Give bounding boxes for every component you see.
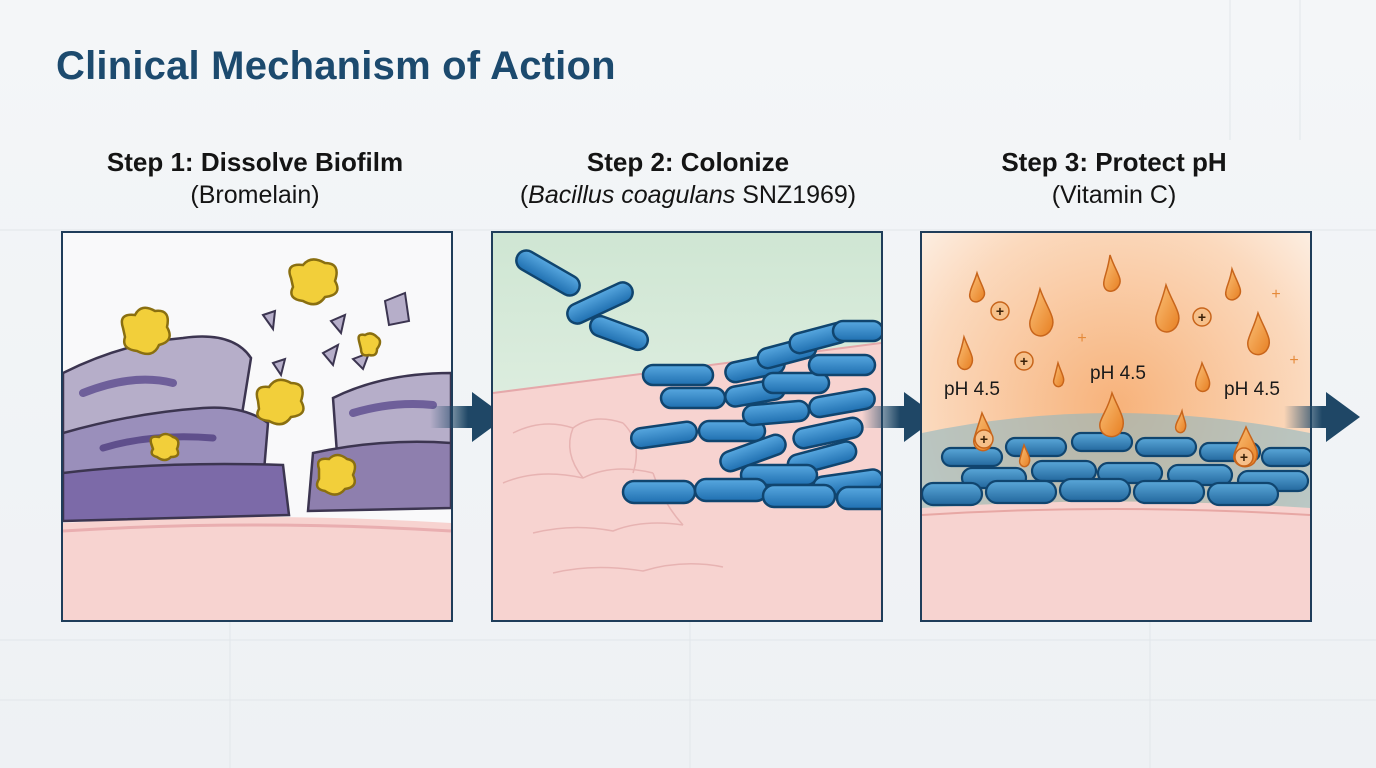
- flow-arrow-icon: [1284, 390, 1364, 444]
- panel-protect-ph: + + + + + + + + pH 4.5 pH 4.5 pH 4.5: [920, 231, 1312, 622]
- species-name: Bacillus coagulans: [528, 181, 735, 209]
- svg-text:+: +: [1020, 353, 1028, 369]
- svg-text:+: +: [980, 431, 988, 447]
- step-1-heading: Step 1: Dissolve Biofilm: [25, 146, 485, 178]
- step-1-heading-block: Step 1: Dissolve Biofilm (Bromelain): [25, 146, 485, 212]
- ph-label-center: pH 4.5: [1090, 363, 1146, 384]
- step-2-heading-block: Step 2: Colonize (Bacillus coagulans SNZ…: [458, 146, 918, 212]
- page-title: Clinical Mechanism of Action: [56, 44, 616, 89]
- step-1-subtitle: (Bromelain): [25, 178, 485, 212]
- svg-text:+: +: [1198, 309, 1206, 325]
- svg-text:+: +: [1289, 352, 1298, 369]
- step-3-subtitle: (Vitamin C): [884, 178, 1344, 212]
- ph-label-left: pH 4.5: [944, 379, 1000, 400]
- svg-text:+: +: [1077, 330, 1086, 347]
- panel-dissolve-biofilm: [61, 231, 453, 622]
- step-2-subtitle: (Bacillus coagulans SNZ1969): [458, 178, 918, 212]
- step-2-heading: Step 2: Colonize: [458, 146, 918, 178]
- ph-label-right: pH 4.5: [1224, 379, 1280, 400]
- svg-text:+: +: [996, 303, 1004, 319]
- svg-text:+: +: [1271, 286, 1280, 303]
- svg-text:+: +: [1240, 449, 1248, 465]
- step-3-heading: Step 3: Protect pH: [884, 146, 1344, 178]
- step-3-heading-block: Step 3: Protect pH (Vitamin C): [884, 146, 1344, 212]
- panel-colonize: [491, 231, 883, 622]
